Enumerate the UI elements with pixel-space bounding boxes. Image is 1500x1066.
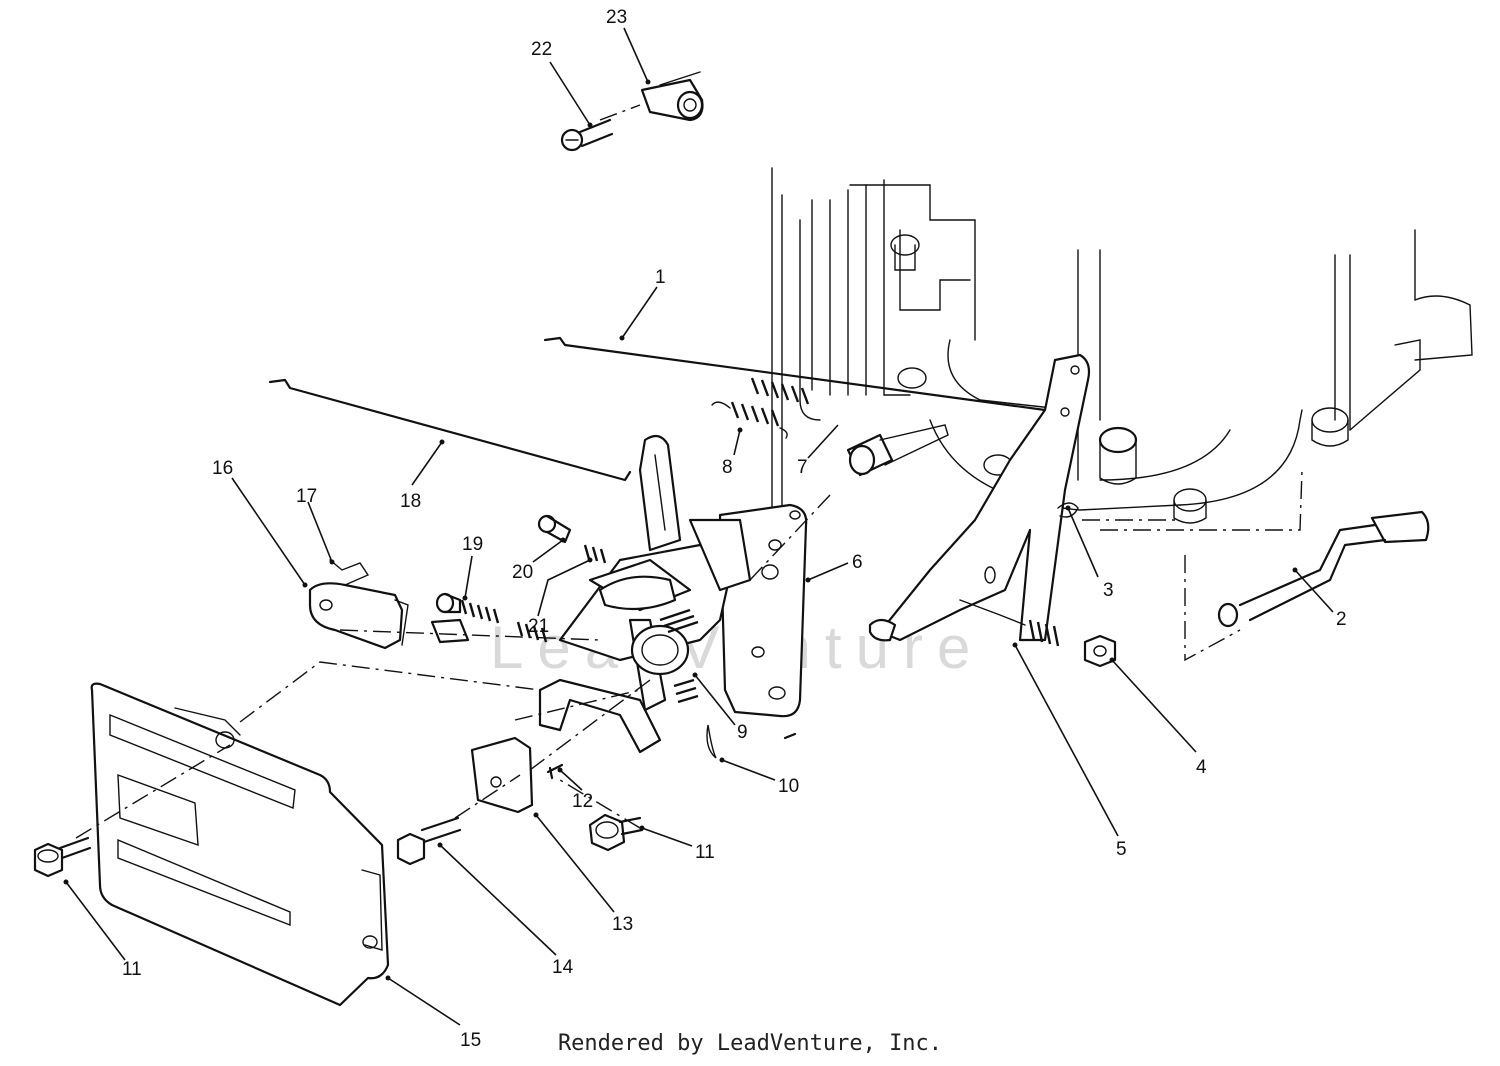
callout-labels: 1 2 3 4 5 6 7 8 9 10 11 11 12 13 14 15 1… — [122, 7, 1347, 1051]
part-15-cover-plate — [90, 682, 390, 1007]
callout-22: 22 — [531, 39, 552, 60]
part-14-bolt — [396, 816, 462, 866]
part-8-governor-spring — [711, 401, 788, 439]
part-18-throttle-rod — [268, 378, 632, 482]
engine-block-outline — [771, 167, 1473, 662]
part-4-nut — [1083, 634, 1117, 668]
part-10-clip — [706, 724, 717, 759]
part-wedge — [430, 618, 470, 644]
callout-14: 14 — [552, 957, 574, 978]
leader-lines — [63, 27, 1334, 1026]
callout-8: 8 — [722, 457, 733, 478]
callout-21: 21 — [528, 616, 549, 637]
callout-19: 19 — [462, 534, 483, 555]
callout-16: 16 — [212, 458, 233, 479]
part-21-spring — [516, 544, 607, 643]
part-7-spacer — [846, 424, 949, 477]
reference-lines — [75, 104, 831, 839]
callout-20: 20 — [512, 562, 533, 583]
part-16-plate — [308, 582, 404, 650]
part-22-screw — [560, 118, 614, 152]
callout-9: 9 — [737, 722, 748, 743]
part-11-bolt-left — [33, 836, 92, 878]
callout-11-right: 11 — [695, 842, 715, 863]
callout-5: 5 — [1116, 839, 1127, 860]
part-19-screw — [435, 592, 500, 624]
callout-11-left: 11 — [122, 959, 142, 980]
callout-10: 10 — [778, 776, 799, 797]
rendered-by-credit: Rendered by LeadVenture, Inc. — [557, 1031, 943, 1056]
part-3-clip — [1057, 502, 1079, 518]
callout-15: 15 — [460, 1030, 481, 1051]
part-5-control-lever — [868, 353, 1091, 647]
callout-3: 3 — [1103, 580, 1114, 601]
part-11-bolt-right — [588, 813, 644, 852]
callout-4: 4 — [1196, 757, 1207, 778]
callout-18: 18 — [400, 491, 421, 512]
callout-1: 1 — [655, 267, 666, 288]
part-1-governor-rod — [543, 336, 1054, 412]
part-13-bracket — [470, 736, 534, 814]
part-20-screw — [537, 514, 572, 544]
callout-12: 12 — [572, 791, 593, 812]
part-12-pin — [546, 763, 564, 780]
part-2-crank-rod — [1217, 510, 1430, 628]
callout-2: 2 — [1336, 609, 1347, 630]
part-9-control-assembly — [538, 434, 779, 754]
callout-6: 6 — [852, 552, 863, 573]
callout-13: 13 — [612, 914, 633, 935]
callout-23: 23 — [606, 7, 627, 28]
part-17-bracket — [329, 559, 409, 646]
part-10-pin-mark — [783, 732, 797, 740]
part-23-cable-clamp — [640, 71, 704, 122]
callout-17: 17 — [296, 486, 317, 507]
callout-7: 7 — [797, 457, 808, 478]
